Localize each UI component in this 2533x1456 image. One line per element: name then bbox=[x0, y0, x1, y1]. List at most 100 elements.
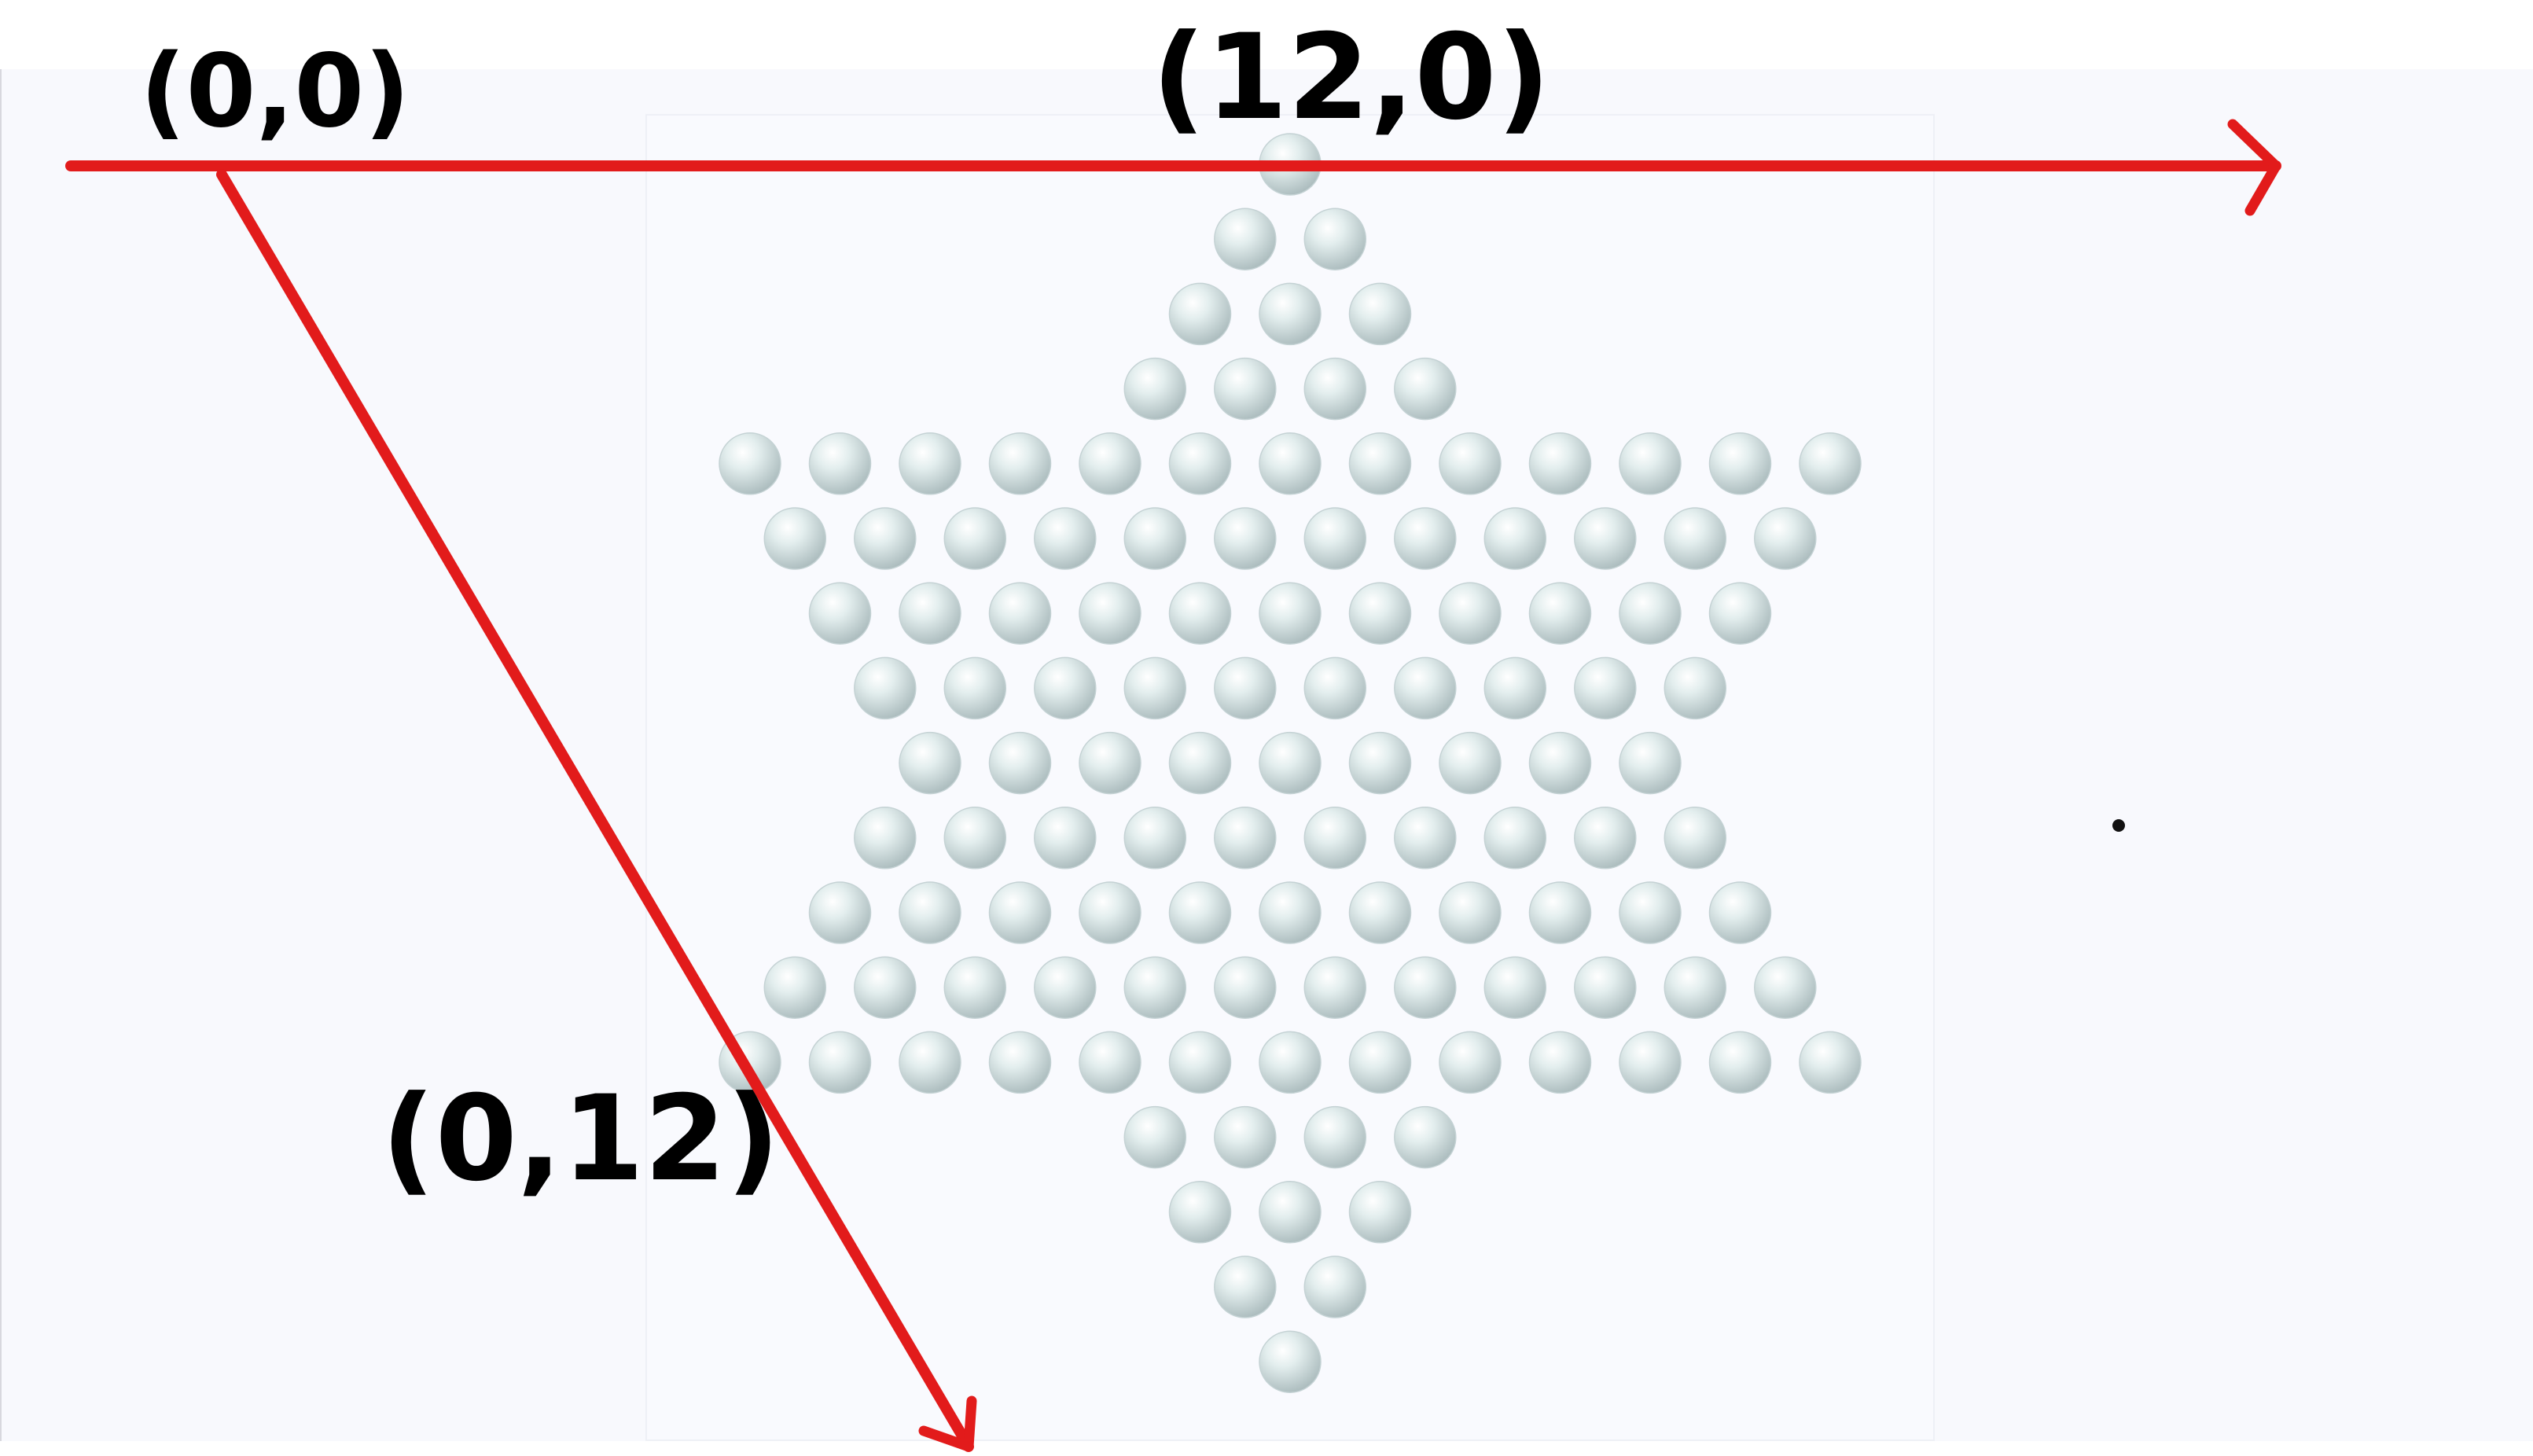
board-hole[interactable] bbox=[1708, 881, 1772, 944]
board-hole[interactable] bbox=[1754, 507, 1817, 570]
board-hole[interactable] bbox=[988, 432, 1052, 495]
board-hole[interactable] bbox=[808, 881, 872, 944]
board-hole[interactable] bbox=[899, 881, 961, 944]
board-hole[interactable] bbox=[1348, 731, 1412, 795]
board-hole[interactable] bbox=[1259, 282, 1322, 346]
board-hole[interactable] bbox=[1348, 582, 1412, 645]
board-hole[interactable] bbox=[943, 807, 1007, 870]
board-hole[interactable] bbox=[1079, 432, 1142, 495]
board-hole[interactable] bbox=[1214, 507, 1277, 570]
board-hole[interactable] bbox=[1079, 731, 1142, 795]
board-hole[interactable] bbox=[1303, 507, 1367, 570]
board-hole[interactable] bbox=[1168, 731, 1232, 795]
board-hole[interactable] bbox=[943, 507, 1007, 570]
board-hole[interactable] bbox=[1664, 656, 1727, 720]
board-hole[interactable] bbox=[808, 432, 872, 495]
board-hole[interactable] bbox=[1439, 432, 1502, 495]
board-hole[interactable] bbox=[1034, 656, 1097, 720]
board-hole[interactable] bbox=[1168, 282, 1232, 346]
board-hole[interactable] bbox=[1708, 1031, 1772, 1094]
board-hole[interactable] bbox=[1574, 807, 1637, 870]
board-hole[interactable] bbox=[988, 582, 1052, 645]
board-hole[interactable] bbox=[1348, 282, 1412, 346]
board-hole[interactable] bbox=[899, 432, 961, 495]
board-hole[interactable] bbox=[1168, 881, 1232, 944]
board-hole[interactable] bbox=[1214, 1256, 1277, 1318]
board-hole[interactable] bbox=[1214, 1105, 1277, 1169]
board-hole[interactable] bbox=[1168, 582, 1232, 645]
board-hole[interactable] bbox=[1079, 582, 1142, 645]
board-hole[interactable] bbox=[1214, 807, 1277, 870]
board-hole[interactable] bbox=[763, 507, 827, 570]
board-hole[interactable] bbox=[1439, 731, 1502, 795]
board-hole[interactable] bbox=[1708, 582, 1772, 645]
board-hole[interactable] bbox=[1664, 507, 1727, 570]
board-hole[interactable] bbox=[854, 807, 917, 870]
board-hole[interactable] bbox=[943, 656, 1007, 720]
board-hole[interactable] bbox=[1348, 1031, 1412, 1094]
board-hole[interactable] bbox=[1259, 731, 1322, 795]
board-hole[interactable] bbox=[1439, 1031, 1502, 1094]
board-hole[interactable] bbox=[1483, 656, 1547, 720]
board-hole[interactable] bbox=[1259, 582, 1322, 645]
board-hole[interactable] bbox=[1259, 1330, 1322, 1393]
board-hole[interactable] bbox=[1528, 582, 1592, 645]
board-hole[interactable] bbox=[1303, 956, 1367, 1019]
board-hole[interactable] bbox=[1483, 807, 1547, 870]
board-hole[interactable] bbox=[1079, 1031, 1142, 1094]
board-hole[interactable] bbox=[1303, 357, 1367, 421]
board-hole[interactable] bbox=[1123, 656, 1187, 720]
board-hole[interactable] bbox=[1214, 956, 1277, 1019]
board-hole[interactable] bbox=[1394, 507, 1457, 570]
board-hole[interactable] bbox=[1259, 1181, 1322, 1244]
board-hole[interactable] bbox=[1303, 1105, 1367, 1169]
board-hole[interactable] bbox=[899, 1031, 961, 1094]
board-hole[interactable] bbox=[1168, 432, 1232, 495]
board-hole[interactable] bbox=[854, 507, 917, 570]
board-hole[interactable] bbox=[899, 731, 961, 795]
board-hole[interactable] bbox=[1754, 956, 1817, 1019]
board-hole[interactable] bbox=[1303, 656, 1367, 720]
board-hole[interactable] bbox=[1394, 956, 1457, 1019]
board-hole[interactable] bbox=[1348, 1181, 1412, 1244]
board-hole[interactable] bbox=[1528, 1031, 1592, 1094]
board-hole[interactable] bbox=[1394, 807, 1457, 870]
board-hole[interactable] bbox=[1303, 1256, 1367, 1318]
board-hole[interactable] bbox=[1528, 731, 1592, 795]
board-hole[interactable] bbox=[1619, 731, 1682, 795]
board-hole[interactable] bbox=[1348, 881, 1412, 944]
board-hole[interactable] bbox=[1619, 582, 1682, 645]
board-hole[interactable] bbox=[1574, 507, 1637, 570]
board-hole[interactable] bbox=[1664, 956, 1727, 1019]
board-hole[interactable] bbox=[763, 956, 827, 1019]
board-hole[interactable] bbox=[1619, 432, 1682, 495]
board-hole[interactable] bbox=[1303, 807, 1367, 870]
board-hole[interactable] bbox=[1034, 507, 1097, 570]
board-hole[interactable] bbox=[1708, 432, 1772, 495]
board-hole[interactable] bbox=[1574, 656, 1637, 720]
board-hole[interactable] bbox=[1259, 1031, 1322, 1094]
board-hole[interactable] bbox=[1799, 432, 1862, 495]
board-hole[interactable] bbox=[1483, 956, 1547, 1019]
board-hole[interactable] bbox=[1123, 507, 1187, 570]
board-hole[interactable] bbox=[1574, 956, 1637, 1019]
board-hole[interactable] bbox=[1348, 432, 1412, 495]
board-hole[interactable] bbox=[1483, 507, 1547, 570]
board-hole[interactable] bbox=[1528, 881, 1592, 944]
board-hole[interactable] bbox=[1214, 208, 1277, 270]
board-hole[interactable] bbox=[1394, 656, 1457, 720]
board-hole[interactable] bbox=[1439, 582, 1502, 645]
board-hole[interactable] bbox=[988, 881, 1052, 944]
board-hole[interactable] bbox=[1079, 881, 1142, 944]
board-hole[interactable] bbox=[1439, 881, 1502, 944]
board-hole[interactable] bbox=[854, 656, 917, 720]
board-hole[interactable] bbox=[943, 956, 1007, 1019]
board-hole[interactable] bbox=[1034, 956, 1097, 1019]
board-hole[interactable] bbox=[1528, 432, 1592, 495]
board-hole[interactable] bbox=[854, 956, 917, 1019]
board-hole[interactable] bbox=[1394, 357, 1457, 421]
board-hole[interactable] bbox=[1123, 1105, 1187, 1169]
board-hole[interactable] bbox=[1619, 881, 1682, 944]
board-hole[interactable] bbox=[1168, 1031, 1232, 1094]
board-hole[interactable] bbox=[1168, 1181, 1232, 1244]
